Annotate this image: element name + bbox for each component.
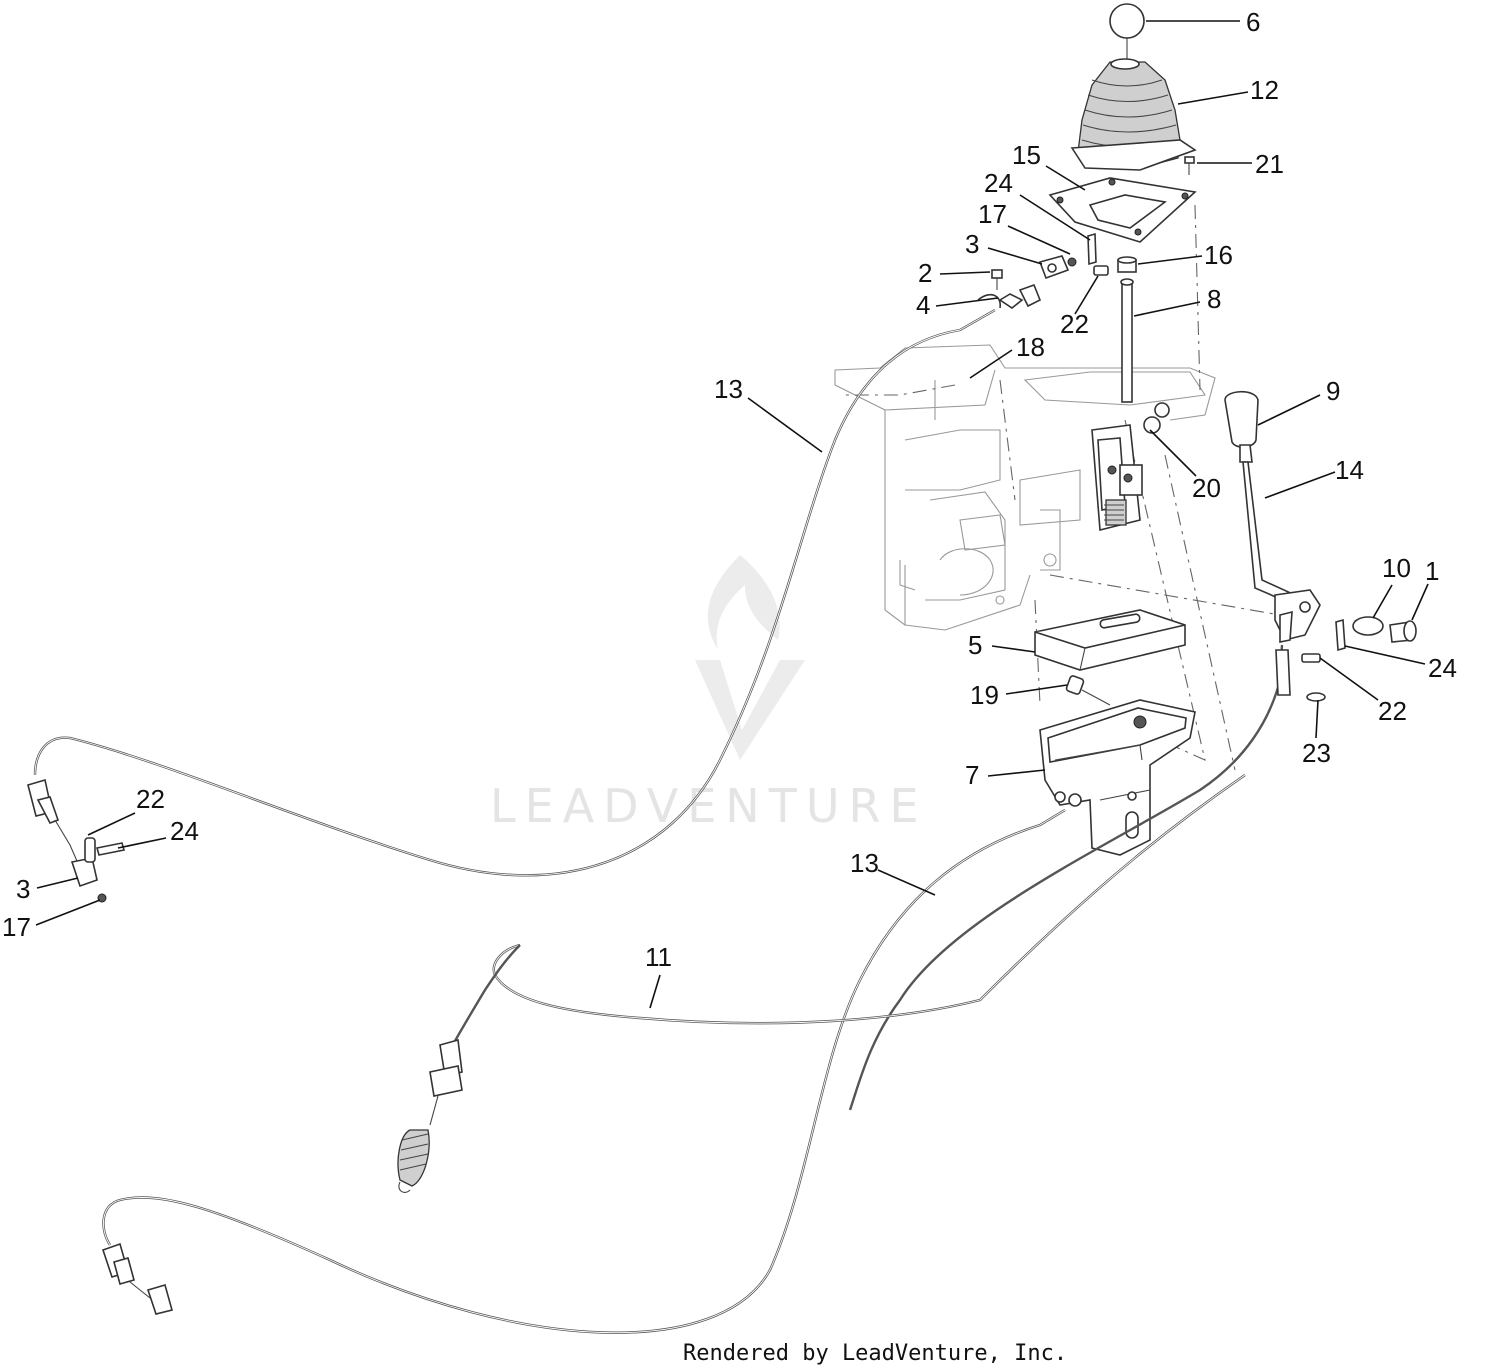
spring-10 [1352, 616, 1384, 636]
callout-10: 10 [1382, 553, 1411, 583]
callout-15: 15 [1012, 140, 1041, 170]
callout-5: 5 [968, 630, 982, 660]
callout-3-left: 3 [16, 874, 30, 904]
callout-9: 9 [1326, 376, 1340, 406]
boot-plate [1048, 177, 1197, 243]
bolt-21 [1184, 156, 1195, 175]
callout-20: 20 [1192, 473, 1221, 503]
callout-19: 19 [970, 680, 999, 710]
callout-8: 8 [1207, 284, 1221, 314]
callout-7: 7 [965, 760, 979, 790]
cable-13-upper [27, 308, 996, 903]
washer-23 [1306, 692, 1326, 702]
callout-6: 6 [1246, 7, 1260, 37]
callout-22-top: 22 [1060, 309, 1089, 339]
callout-18: 18 [1016, 332, 1045, 362]
pin-1 [1389, 620, 1417, 643]
callout-23: 23 [1302, 738, 1331, 768]
shift-rod [1120, 278, 1134, 403]
callout-12: 12 [1250, 75, 1279, 105]
callout-13-lower: 13 [850, 848, 879, 878]
callout-21: 21 [1255, 149, 1284, 179]
bushing-16 [1117, 256, 1137, 273]
callout-11: 11 [645, 942, 672, 972]
callout-2: 2 [918, 258, 932, 288]
bolt-19 [1065, 675, 1111, 706]
clip-24-right [1335, 618, 1346, 652]
callout-4: 4 [916, 290, 930, 320]
callout-22-right: 22 [1378, 696, 1407, 726]
cable-lever [848, 644, 1291, 1111]
shift-boot [1070, 58, 1197, 171]
callout-13-upper: 13 [714, 374, 743, 404]
pad-5 [1034, 609, 1186, 671]
callout-17-top: 17 [978, 199, 1007, 229]
callouts: 6 12 15 21 24 17 3 16 2 4 22 8 18 13 9 2… [2, 7, 1457, 972]
shift-knob [1109, 3, 1145, 62]
clip-24-left [95, 842, 126, 856]
watermark-v-icon [695, 660, 805, 760]
callout-3-top: 3 [965, 229, 979, 259]
watermark: LEADVENTURE [490, 555, 928, 833]
callout-17-left: 17 [2, 912, 31, 942]
cable-11 [397, 774, 1246, 1193]
callout-24-left: 24 [170, 816, 199, 846]
console-housing [1039, 699, 1196, 856]
callout-22-left: 22 [136, 784, 165, 814]
bolt-22-right [1301, 653, 1321, 663]
upper-cable-clamp [977, 232, 1109, 309]
linkage-mechanism [1091, 402, 1170, 532]
cable-13-lower [101, 808, 1066, 1334]
watermark-flame-icon [707, 555, 780, 650]
leader-lines [35, 20, 1429, 1009]
callout-24-right: 24 [1428, 653, 1457, 683]
control-bracket [834, 344, 1216, 631]
callout-24-top: 24 [984, 168, 1013, 198]
watermark-text: LEADVENTURE [490, 779, 928, 833]
shift-lever [1224, 390, 1321, 643]
callout-14: 14 [1335, 455, 1364, 485]
footer-credit: Rendered by LeadVenture, Inc. [683, 1341, 1067, 1366]
callout-16: 16 [1204, 240, 1233, 270]
callout-1: 1 [1425, 556, 1439, 586]
